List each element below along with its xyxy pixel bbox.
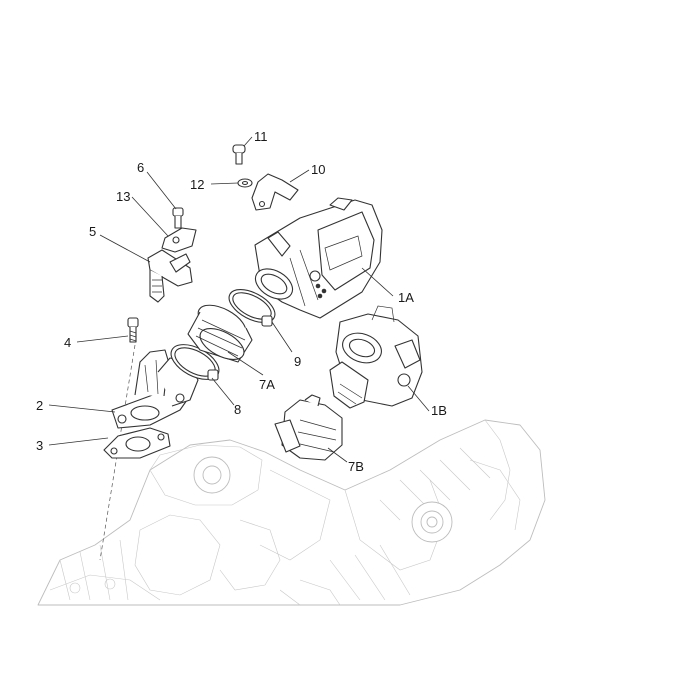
callout-11: 11 bbox=[254, 129, 268, 144]
callout-7B: 7B bbox=[348, 459, 364, 474]
part-screw-11 bbox=[232, 144, 246, 165]
callout-6: 6 bbox=[137, 160, 144, 175]
engine-crankcase bbox=[37, 419, 546, 606]
leader-lines bbox=[48, 136, 430, 463]
part-bolt-4 bbox=[127, 317, 139, 343]
callout-10: 10 bbox=[311, 162, 325, 177]
callout-5: 5 bbox=[89, 224, 96, 239]
callout-3: 3 bbox=[36, 438, 43, 453]
callout-12: 12 bbox=[190, 177, 204, 192]
part-washer-12 bbox=[237, 178, 253, 188]
part-rubber-sleeve-7A bbox=[187, 304, 253, 363]
callout-labels: 11 10 12 6 13 5 1A 4 9 7A 1B 2 8 3 7B bbox=[36, 129, 447, 474]
part-injector-bracket-13 bbox=[161, 227, 197, 253]
callout-8: 8 bbox=[234, 402, 241, 417]
callout-4: 4 bbox=[64, 335, 71, 350]
part-bracket-10 bbox=[251, 173, 299, 211]
callout-9: 9 bbox=[294, 354, 301, 369]
part-clamp-ring-9 bbox=[228, 289, 276, 327]
part-gasket bbox=[103, 427, 171, 459]
part-throttle-body-1A bbox=[254, 197, 383, 319]
callout-13: 13 bbox=[116, 189, 130, 204]
part-sleeve-7B bbox=[274, 394, 343, 461]
part-fuel-injector-5 bbox=[147, 249, 193, 303]
part-bolt-6 bbox=[172, 207, 184, 229]
callout-2: 2 bbox=[36, 398, 43, 413]
part-clamp-ring-8 bbox=[170, 344, 220, 381]
callout-1B: 1B bbox=[431, 403, 447, 418]
part-throttle-body-1B bbox=[329, 305, 423, 409]
callout-7A: 7A bbox=[259, 377, 275, 392]
callout-1A: 1A bbox=[398, 290, 414, 305]
